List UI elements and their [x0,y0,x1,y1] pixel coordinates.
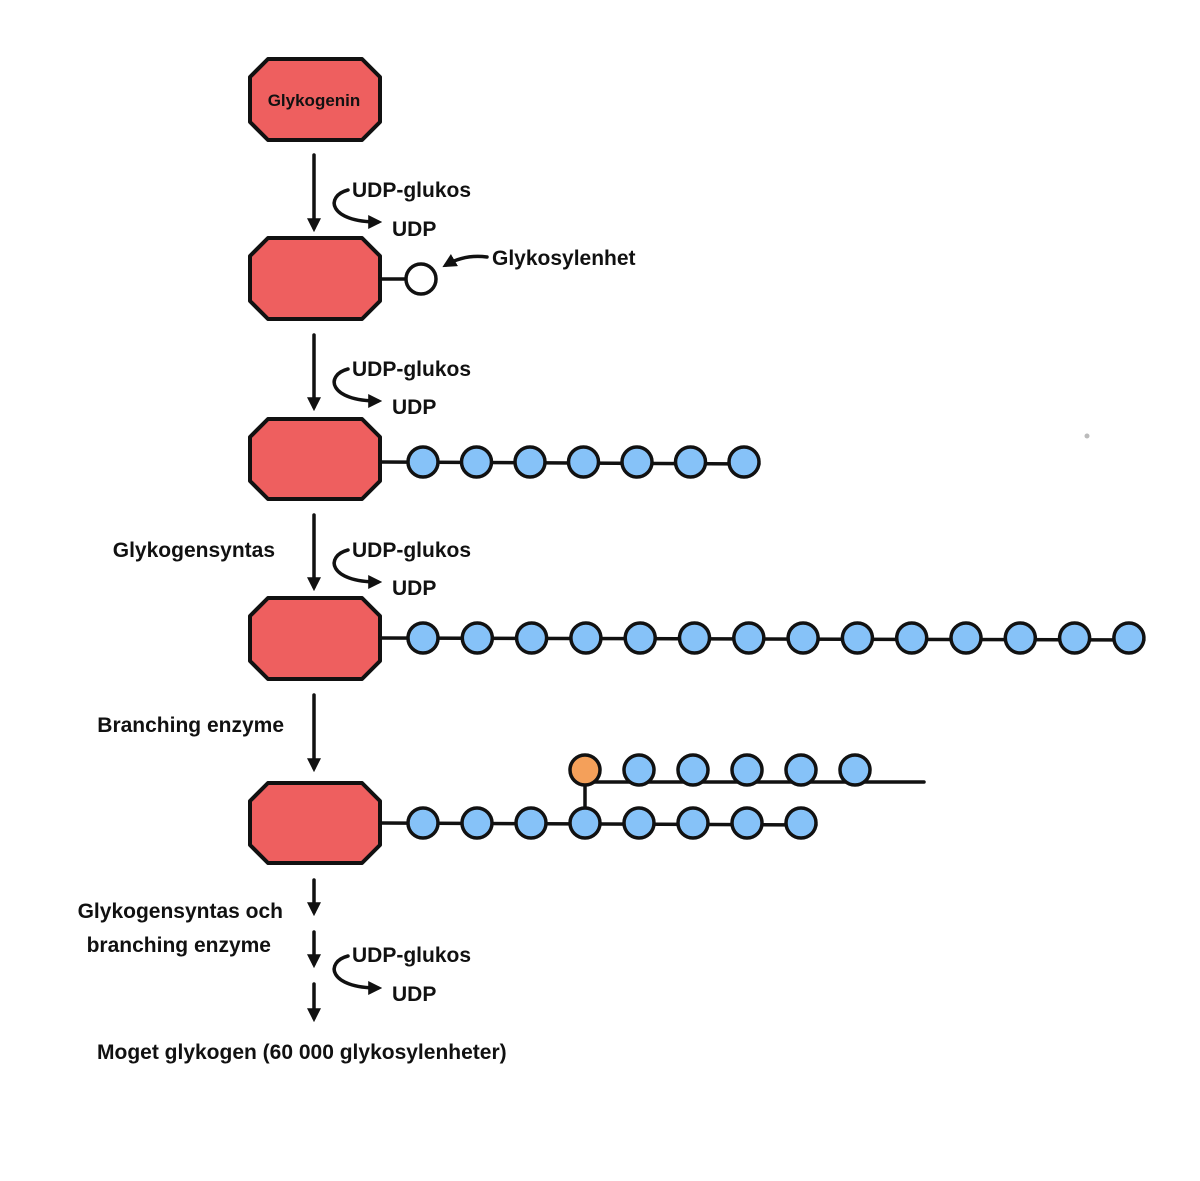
glucose-unit [732,621,766,655]
primer-stage: Glykosylenhet [248,236,636,321]
reaction-2-product: UDP [392,396,436,419]
both-enzymes-label-line2: branching enzyme [87,934,271,957]
reaction-1-product: UDP [392,218,436,241]
glycogenin-enzyme [248,57,382,142]
branched-stage [248,753,926,865]
glucose-unit [676,806,710,840]
glucose-unit [620,445,654,479]
final-arrows: Glykogensyntas och branching enzyme UDP-… [78,878,471,1023]
glucose-unit [1003,621,1038,655]
reaction-2-substrate: UDP-glukos [352,358,471,381]
reaction-4-product: UDP [392,983,436,1006]
glucose-unit [514,806,548,840]
glycogenin-label: Glykogenin [268,91,361,110]
glucose-unit [568,806,602,840]
glucose-unit [730,753,764,787]
glucose-unit [838,753,872,787]
glucose-chain [378,621,1146,655]
glucose-unit [406,621,440,655]
glucose-unit [784,806,818,840]
glucose-chain [378,445,761,479]
glucose-unit [676,753,710,787]
glucose-unit [949,621,983,655]
glucose-unit [406,445,440,479]
glucose-unit [460,806,494,840]
glucose-unit [894,621,929,655]
glucose-unit [730,806,764,840]
glucose-unit [459,445,494,479]
glucose-unit [840,621,875,655]
glucose-unit [622,753,656,787]
glucose-unit [673,445,708,479]
glucose-unit [1057,621,1092,655]
both-enzymes-label-line1: Glykogensyntas och [78,900,283,923]
branching-enzyme-label: Branching enzyme [97,714,284,737]
glycogenin-enzyme [248,236,382,321]
glucose-unit [727,445,761,479]
glycogenin-enzyme [248,596,382,681]
glycogen-synthase-label: Glykogensyntas [113,539,275,562]
step-arrow-1: UDP-glukos UDP [307,153,471,241]
long-chain-stage [248,596,1146,681]
glucose-unit [1112,621,1146,655]
step-arrow-2: UDP-glukos UDP [307,333,471,419]
glucose-unit [406,806,440,840]
glucose-chain-branched [378,753,926,840]
step-arrow-4: Branching enzyme [97,693,321,773]
reaction-1-substrate: UDP-glukos [352,179,471,202]
glucose-unit [514,621,549,655]
glucose-unit [623,621,657,655]
step-arrow-3: Glykogensyntas UDP-glukos UDP [113,513,471,600]
reaction-3-substrate: UDP-glukos [352,539,471,562]
glycosyl-unit-label: Glykosylenhet [492,247,636,270]
glucose-unit [513,445,547,479]
glucose-unit [786,621,820,655]
glucose-unit [566,445,601,479]
glucose-unit [784,753,818,787]
glucose-unit [622,806,656,840]
reaction-4-substrate: UDP-glukos [352,944,471,967]
glucose-unit [569,621,603,655]
glycogenin-enzyme [248,781,382,865]
glucose-unit [460,621,495,655]
stray-dot [1084,433,1090,439]
glycosyl-unit-empty [404,262,438,296]
glucose-unit [677,621,712,655]
glycogenin-enzyme [248,417,382,501]
branch-point-unit [568,753,602,787]
short-chain-stage [248,417,761,501]
reaction-3-product: UDP [392,577,436,600]
glycogenin-stage: Glykogenin [248,57,382,142]
mature-glycogen-label: Moget glykogen (60 000 glykosylenheter) [97,1041,507,1064]
